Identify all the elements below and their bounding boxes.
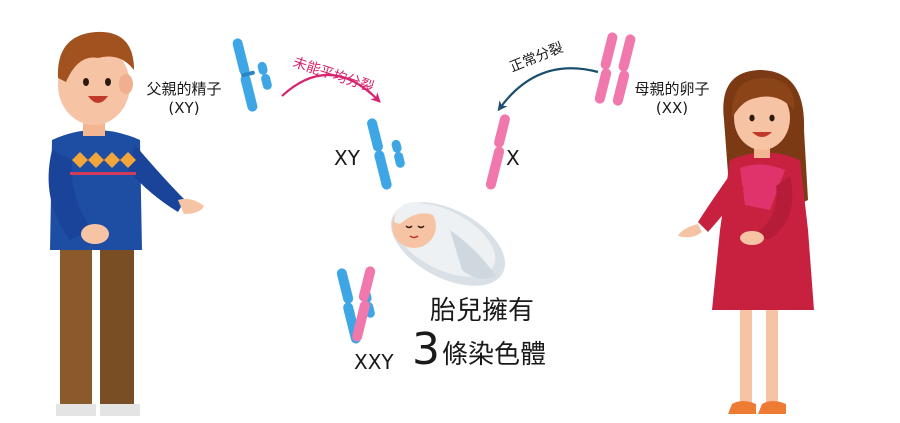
father-arrow: [281, 73, 381, 103]
gamete-father-genotype: XY: [334, 146, 360, 170]
mother-arrow: [497, 67, 599, 112]
baby-caption-line1: 胎兒擁有: [430, 296, 535, 326]
father-y-chromosome: [257, 61, 272, 90]
gamete-x-chromosome: [367, 118, 392, 190]
father-label: 父親的精子 (XY): [140, 80, 228, 118]
father-label-line1: 父親的精子: [146, 80, 222, 98]
mother-label-line2: (XX): [655, 99, 689, 117]
gamete-mother-genotype: X: [506, 146, 520, 170]
father-x-chromosome: [232, 38, 258, 112]
mother-label-line1: 母親的卵子: [634, 80, 710, 98]
mother-label: 母親的卵子 (XX): [628, 80, 716, 118]
baby-x-chromosome-pink: [352, 266, 376, 342]
mother-x-chromosome-a: [594, 32, 618, 104]
baby-caption-line2: 條染色體: [442, 340, 547, 370]
gamete-mother-x-chromosome: [485, 114, 510, 190]
baby-figure: [390, 202, 506, 286]
mother-figure: [678, 70, 814, 414]
baby-caption-number: 3: [412, 324, 440, 375]
father-figure: [48, 31, 204, 416]
baby-genotype: XXY: [354, 350, 394, 374]
father-label-line2: (XY): [168, 99, 200, 117]
mother-x-chromosome-b: [612, 34, 636, 106]
gamete-y-chromosome: [391, 139, 405, 168]
father-arrow-label: 未能平均分裂: [291, 55, 376, 96]
